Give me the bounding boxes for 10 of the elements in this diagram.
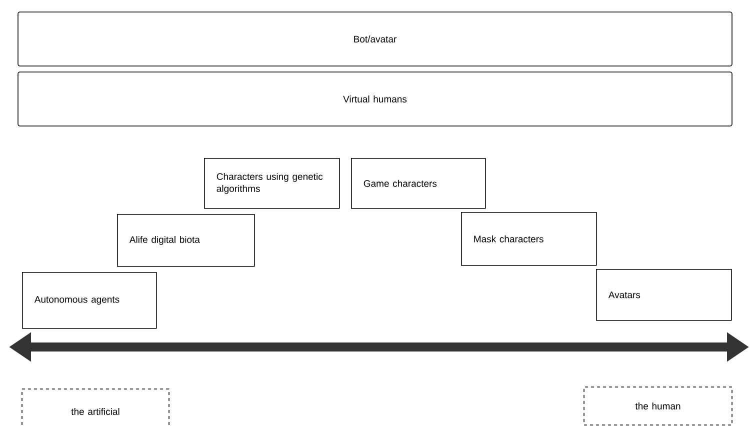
category-box: Mask characters — [461, 212, 597, 266]
category-box: Characters using genetic algorithms — [204, 158, 340, 209]
category-box: Avatars — [596, 269, 732, 321]
category-box: Autonomous agents — [22, 272, 157, 329]
category-box: Game characters — [351, 158, 486, 209]
category-band: Virtual humans — [18, 72, 732, 126]
category-box: Alife digital biota — [117, 214, 255, 267]
pole-label-box: the artificial — [22, 388, 170, 426]
category-band: Bot/avatar — [18, 12, 732, 66]
pole-label-box: the human — [584, 386, 732, 426]
